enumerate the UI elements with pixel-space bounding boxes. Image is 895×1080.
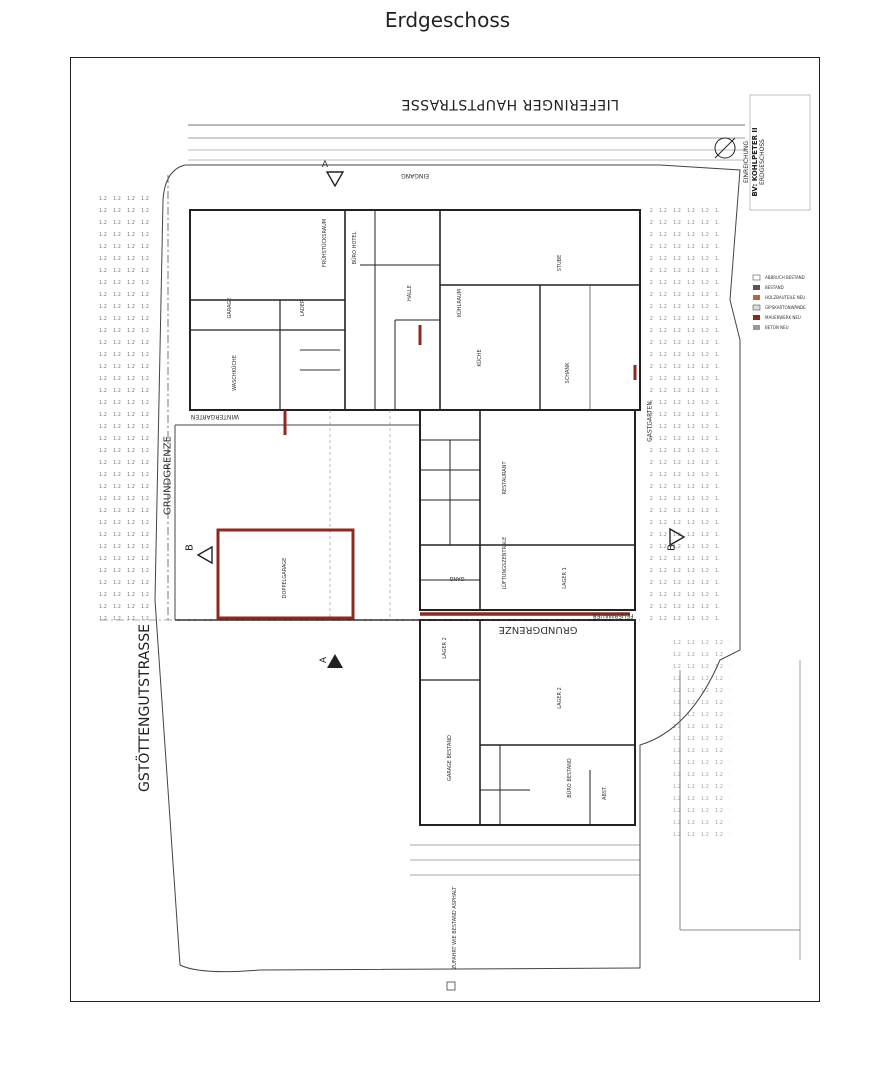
room-stube: STUBE xyxy=(557,254,563,272)
room-fruehstueck: FRÜHSTÜCKSRAUM xyxy=(322,218,328,268)
double-garage-walls xyxy=(216,528,355,620)
legend-item: MAUERWERK NEU xyxy=(765,315,801,320)
room-gang: GANG xyxy=(449,575,465,581)
page-title: Erdgeschoss xyxy=(384,8,511,32)
main-building-upper xyxy=(189,209,641,411)
room-halle: HALLE xyxy=(407,285,413,301)
room-lueftung: LÜFTUNGSZENTRALE xyxy=(502,536,508,590)
section-b-left-label: B xyxy=(184,544,196,551)
boundary-label-vertical: GRUNDGRENZE xyxy=(162,436,174,515)
north-arrow-icon xyxy=(714,137,736,159)
room-waschkueche: WASCHKÜCHE xyxy=(232,355,238,391)
title-block-text: EINREICHUNG BV: KOHLPETER II ERDGESCHOSS xyxy=(743,122,767,202)
entrance-label: EINGANG xyxy=(401,172,429,179)
section-b-right-marker xyxy=(669,527,686,547)
survey-points-left xyxy=(95,195,155,625)
room-schank: SCHANK xyxy=(565,362,571,384)
room-garage: GARAGE xyxy=(227,297,233,319)
title-block-line2: BV: KOHLPETER II xyxy=(751,127,759,197)
section-b-left-marker xyxy=(196,545,213,565)
legend xyxy=(752,274,761,330)
room-buero-hotel: BÜRO HOTEL xyxy=(352,231,358,265)
winter-garden-label: WINTERGARTEN xyxy=(190,413,240,420)
room-lager2-small: LAGER 2 xyxy=(442,637,448,659)
title-block-line1: EINREICHUNG xyxy=(743,141,750,184)
street-label-top: LIEFERINGER HAUPTSTRASSE xyxy=(401,96,620,112)
legend-item: BETON NEU xyxy=(765,325,789,330)
room-kueche: KÜCHE xyxy=(477,349,483,367)
garden-label: GASTGARTEN xyxy=(646,401,654,442)
room-kuehlraum: KÜHLRAUM xyxy=(457,289,463,318)
section-a-bottom-marker xyxy=(327,654,343,668)
title-block xyxy=(749,94,811,211)
room-buero-bestand: BÜRO BESTAND xyxy=(567,758,573,798)
boundary-label-horizontal: GRUNDGRENZE xyxy=(498,624,578,635)
survey-points-right-lower xyxy=(670,640,730,840)
section-b-right-label: B xyxy=(666,544,678,551)
section-a-top-label: A xyxy=(321,160,329,170)
legend-item: BESTAND xyxy=(765,285,784,290)
room-abst: ABST. xyxy=(602,786,608,800)
parking-label: ZUFAHRT WIE BESTAND ASPHALT xyxy=(452,886,458,970)
room-garage-bestand: GARAGE BESTAND xyxy=(447,735,453,781)
legend-labels: ABBRUCH BESTAND BESTAND HOLZBAUTEILE NEU… xyxy=(765,273,806,333)
legend-item: ABBRUCH BESTAND xyxy=(765,275,805,280)
room-lager2-large: LAGER 2 xyxy=(557,687,563,709)
restaurant-block xyxy=(419,409,636,611)
section-a-bottom-label: A xyxy=(319,656,329,664)
room-restaurant: RESTAURANT xyxy=(502,461,508,495)
firewall-label: FEUERMAUER xyxy=(592,612,634,619)
section-a-top-marker xyxy=(325,171,345,188)
room-lader: LADER xyxy=(300,299,306,317)
lot-boundary xyxy=(154,164,741,973)
street-label-left: GSTÖTTENGUTSTRASSE xyxy=(137,624,153,792)
legend-item: HOLZBAUTEILE NEU xyxy=(765,295,806,300)
sheet-marker xyxy=(446,981,456,991)
room-doppelgarage: DOPPELGARAGE xyxy=(282,557,288,599)
room-lager1: LAGER 1 xyxy=(562,567,568,589)
survey-points-right xyxy=(650,200,720,620)
title-block-line3: ERDGESCHOSS xyxy=(759,139,766,185)
legend-item: GIPSKARTONWÄNDE xyxy=(765,305,806,310)
